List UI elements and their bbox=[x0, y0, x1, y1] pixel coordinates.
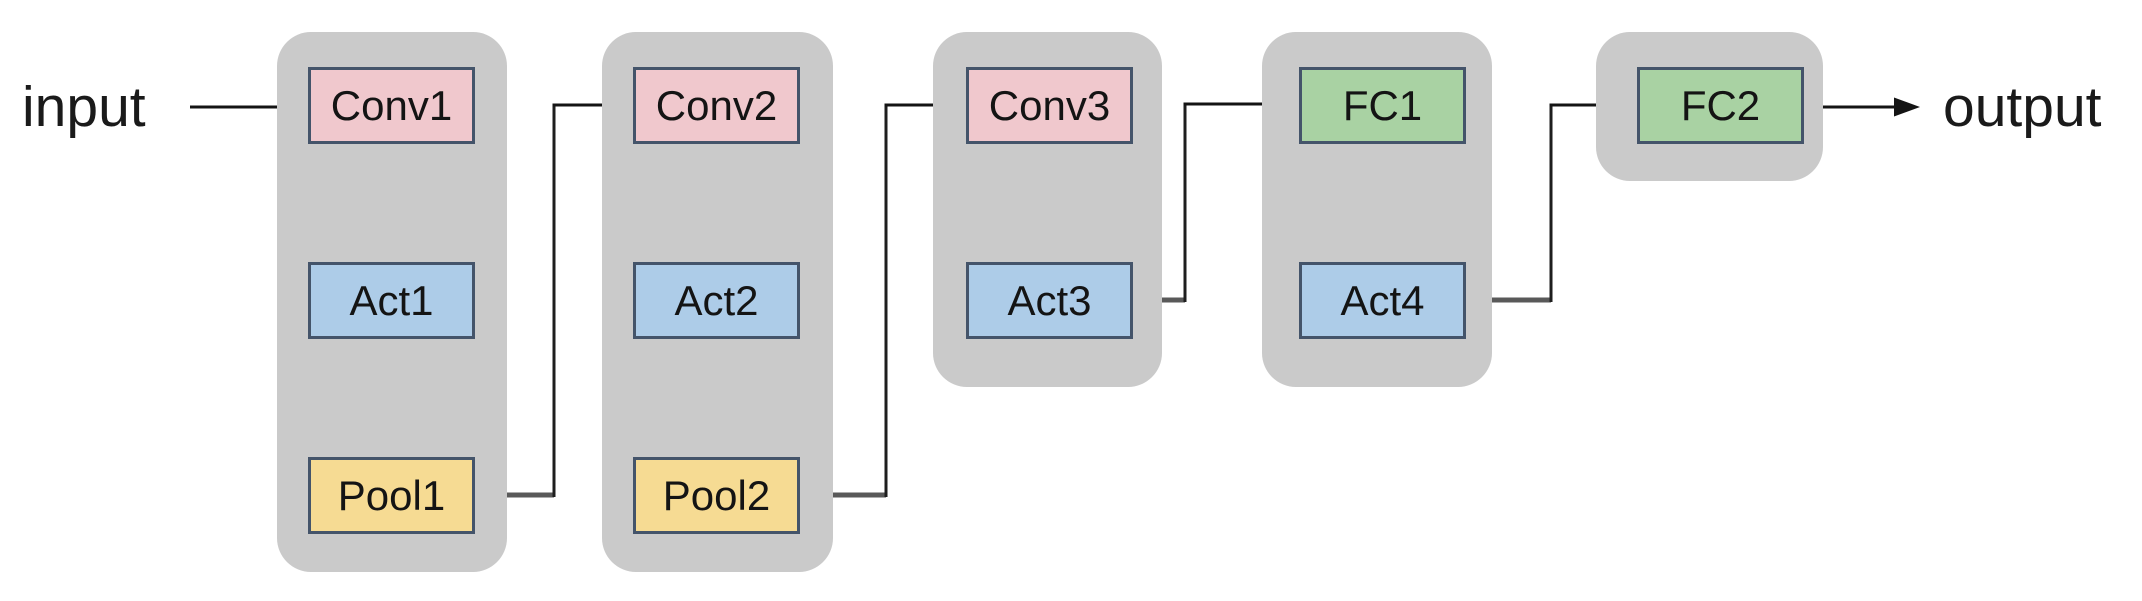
node-fc2: FC2 bbox=[1637, 67, 1804, 144]
node-conv2: Conv2 bbox=[633, 67, 800, 144]
node-conv1: Conv1 bbox=[308, 67, 475, 144]
node-pool2: Pool2 bbox=[633, 457, 800, 534]
node-conv3: Conv3 bbox=[966, 67, 1133, 144]
input-label: input bbox=[22, 75, 146, 139]
node-act1: Act1 bbox=[308, 262, 475, 339]
node-pool1: Pool1 bbox=[308, 457, 475, 534]
node-act2: Act2 bbox=[633, 262, 800, 339]
node-fc1: FC1 bbox=[1299, 67, 1466, 144]
output-label: output bbox=[1943, 75, 2102, 139]
node-act3: Act3 bbox=[966, 262, 1133, 339]
node-act4: Act4 bbox=[1299, 262, 1466, 339]
